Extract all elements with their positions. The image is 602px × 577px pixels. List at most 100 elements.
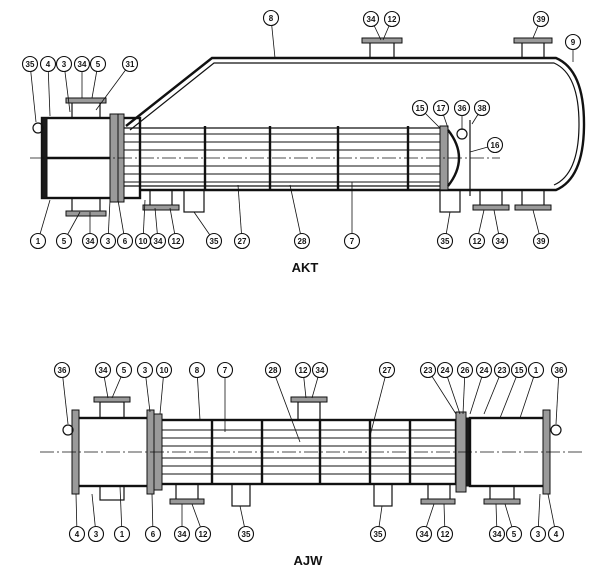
akt-callout-circle-28 bbox=[436, 232, 454, 250]
akt-callout-circle-9 bbox=[89, 55, 107, 73]
ajw-callout-circle-21 bbox=[113, 525, 131, 543]
akt-callout-label-20: 6 bbox=[123, 237, 128, 246]
ajw-callout-label-8: 12 bbox=[299, 366, 308, 375]
ajw-callout-circle-31 bbox=[529, 525, 547, 543]
akt-callout-circle-30 bbox=[491, 232, 509, 250]
ajw-callout-circle-14 bbox=[475, 361, 493, 379]
ajw-leader-16 bbox=[499, 369, 520, 419]
akt-callout-circle-27 bbox=[343, 232, 361, 250]
akt-callout-circle-8 bbox=[73, 55, 91, 73]
ajw-callout-circle-27 bbox=[415, 525, 433, 543]
akt-callout-label-3: 39 bbox=[537, 15, 546, 24]
akt-callout-circle-25 bbox=[233, 232, 251, 250]
ajw-callout-circle-19 bbox=[68, 525, 86, 543]
akt-callout-circle-16 bbox=[29, 232, 47, 250]
akt-callout-circle-10 bbox=[121, 55, 139, 73]
ajw-leader-18 bbox=[555, 369, 560, 425]
akt-callout-circle-15 bbox=[486, 136, 504, 154]
ajw-callout-circle-9 bbox=[311, 361, 329, 379]
akt-callout-circle-13 bbox=[453, 99, 471, 117]
akt-leader-7 bbox=[63, 63, 71, 113]
ajw-callout-label-23: 34 bbox=[178, 530, 187, 539]
akt-callout-label-17: 5 bbox=[62, 237, 67, 246]
akt-callout-circle-22 bbox=[149, 232, 167, 250]
akt-callout-circle-20 bbox=[116, 232, 134, 250]
akt-callout-circle-4 bbox=[564, 33, 582, 51]
ajw-callout-circle-30 bbox=[505, 525, 523, 543]
akt-kettle-shell bbox=[125, 56, 586, 192]
akt-callout-circle-1 bbox=[362, 10, 380, 28]
akt-callout-label-7: 3 bbox=[62, 60, 67, 69]
ajw-callout-circle-16 bbox=[510, 361, 528, 379]
akt-callout-circle-7 bbox=[55, 55, 73, 73]
akt-leader-5 bbox=[29, 63, 37, 123]
akt-callout-label-23: 12 bbox=[172, 237, 181, 246]
ajw-callout-circle-5 bbox=[188, 361, 206, 379]
akt-callout-circle-29 bbox=[468, 232, 486, 250]
ajw-callout-circle-3 bbox=[136, 361, 154, 379]
akt-leader-10 bbox=[95, 63, 131, 111]
akt-callout-label-24: 35 bbox=[210, 237, 219, 246]
akt-callout-label-21: 10 bbox=[139, 237, 148, 246]
akt-title: AKT bbox=[292, 260, 319, 275]
akt-callout-label-19: 3 bbox=[106, 237, 111, 246]
ajw-callout-circle-25 bbox=[237, 525, 255, 543]
ajw-callout-label-1: 34 bbox=[99, 366, 108, 375]
ajw-callout-circle-10 bbox=[378, 361, 396, 379]
ajw-title: AJW bbox=[294, 553, 324, 568]
akt-callout-label-31: 39 bbox=[537, 237, 546, 246]
ajw-callout-label-27: 34 bbox=[420, 530, 429, 539]
akt-callout-label-18: 34 bbox=[86, 237, 95, 246]
akt-callout-label-22: 34 bbox=[154, 237, 163, 246]
akt-callout-circle-18 bbox=[81, 232, 99, 250]
akt-callout-label-15: 16 bbox=[491, 141, 500, 150]
ajw-callout-label-21: 1 bbox=[120, 530, 125, 539]
akt-callout-label-13: 36 bbox=[458, 104, 467, 113]
ajw-callout-circle-26 bbox=[369, 525, 387, 543]
akt-callout-circle-17 bbox=[55, 232, 73, 250]
ajw-callout-label-26: 35 bbox=[374, 530, 383, 539]
akt-callout-circle-6 bbox=[39, 55, 57, 73]
ajw-leader-5 bbox=[196, 369, 201, 421]
akt-callout-label-16: 1 bbox=[36, 237, 41, 246]
ajw-callout-label-29: 34 bbox=[493, 530, 502, 539]
ajw-callout-label-30: 5 bbox=[512, 530, 517, 539]
ajw-callout-label-12: 24 bbox=[441, 366, 450, 375]
akt-callout-circle-2 bbox=[383, 10, 401, 28]
akt-callout-label-6: 4 bbox=[46, 60, 51, 69]
akt-callout-label-11: 15 bbox=[416, 104, 425, 113]
akt-callout-label-0: 8 bbox=[269, 14, 274, 23]
ajw-callout-label-31: 3 bbox=[536, 530, 541, 539]
akt-callout-circle-3 bbox=[532, 10, 550, 28]
ajw-callout-circle-18 bbox=[550, 361, 568, 379]
ajw-drawing: AJW bbox=[40, 396, 585, 568]
ajw-callout-circle-2 bbox=[115, 361, 133, 379]
akt-callout-circle-23 bbox=[167, 232, 185, 250]
ajw-callout-label-16: 15 bbox=[515, 366, 524, 375]
ajw-callout-label-18: 36 bbox=[555, 366, 564, 375]
ajw-callout-circle-23 bbox=[173, 525, 191, 543]
ajw-callout-label-6: 7 bbox=[223, 366, 228, 375]
ajw-callout-label-28: 12 bbox=[441, 530, 450, 539]
akt-callout-circle-31 bbox=[532, 232, 550, 250]
ajw-callout-label-13: 26 bbox=[461, 366, 470, 375]
ajw-callout-circle-13 bbox=[456, 361, 474, 379]
ajw-callout-circle-0 bbox=[53, 361, 71, 379]
akt-callout-circle-5 bbox=[21, 55, 39, 73]
ajw-callout-circle-20 bbox=[87, 525, 105, 543]
ajw-callout-label-4: 10 bbox=[160, 366, 169, 375]
ajw-leader-0 bbox=[61, 369, 69, 425]
akt-callout-label-30: 34 bbox=[496, 237, 505, 246]
ajw-callout-circle-28 bbox=[436, 525, 454, 543]
ajw-callout-circle-24 bbox=[194, 525, 212, 543]
ajw-callout-circle-12 bbox=[436, 361, 454, 379]
akt-callout-circle-24 bbox=[205, 232, 223, 250]
akt-leader-26 bbox=[289, 184, 303, 242]
akt-leader-25 bbox=[237, 184, 243, 242]
ajw-callout-circle-4 bbox=[155, 361, 173, 379]
akt-callout-label-28: 35 bbox=[441, 237, 450, 246]
ajw-callout-label-32: 4 bbox=[554, 530, 559, 539]
